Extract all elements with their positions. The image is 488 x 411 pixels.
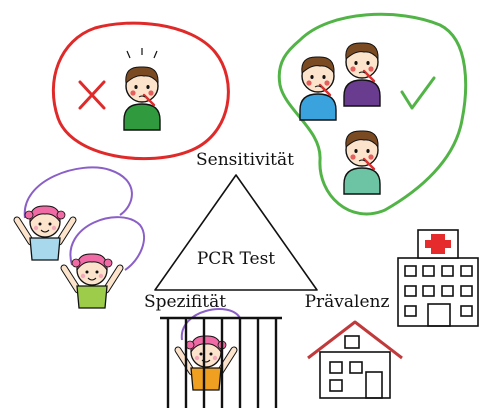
house-icon bbox=[307, 320, 403, 399]
prison-bars bbox=[160, 316, 282, 408]
label-prevalence: Prävalenz bbox=[305, 292, 390, 312]
sick-child-illustration bbox=[122, 65, 162, 132]
check-mark-icon bbox=[400, 76, 436, 110]
jump-rope-3 bbox=[180, 308, 241, 341]
hospital-icon bbox=[397, 229, 479, 327]
sick-children-group bbox=[298, 41, 382, 196]
healthy-child-1 bbox=[17, 206, 73, 260]
healthy-child-2 bbox=[64, 254, 120, 308]
jump-rope-1 bbox=[23, 166, 133, 219]
cross-mark-icon bbox=[78, 80, 106, 110]
sweat-lines bbox=[126, 48, 158, 59]
false-negative-outline bbox=[51, 21, 230, 161]
label-test: PCR Test bbox=[197, 249, 275, 269]
label-specificity: Spezifität bbox=[144, 292, 226, 312]
jump-rope-2 bbox=[69, 216, 145, 271]
label-sensitivity: Sensitivität bbox=[196, 150, 294, 170]
test-triangle bbox=[154, 174, 318, 291]
true-positive-outline bbox=[277, 12, 468, 216]
